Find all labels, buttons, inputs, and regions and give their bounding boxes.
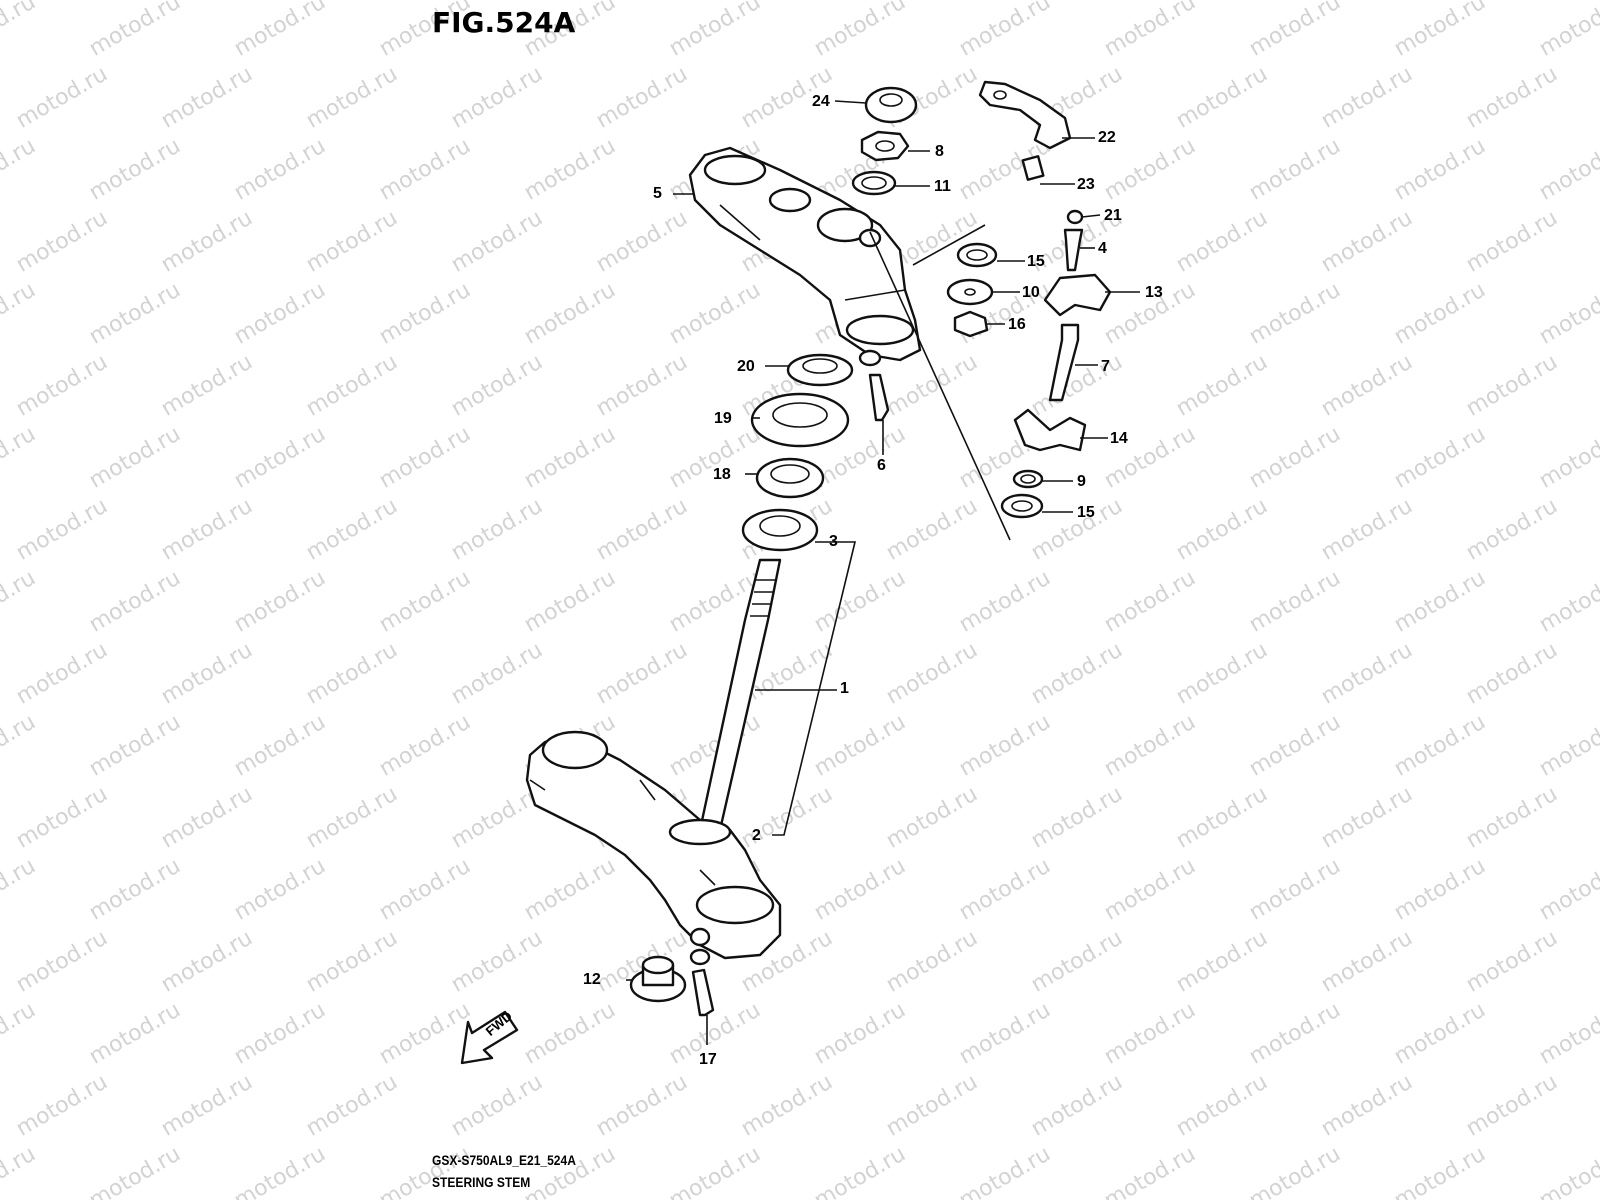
callout-2: 2 bbox=[752, 827, 761, 844]
callout-19: 19 bbox=[714, 410, 732, 427]
callout-18: 18 bbox=[713, 466, 731, 483]
callout-13: 13 bbox=[1145, 284, 1163, 301]
upper-bracket bbox=[688, 146, 922, 367]
callout-15-upper: 15 bbox=[1027, 253, 1045, 270]
washer-9 bbox=[1012, 469, 1044, 489]
callout-9: 9 bbox=[1077, 473, 1086, 490]
callout-7: 7 bbox=[1101, 358, 1110, 375]
bolt-23 bbox=[1021, 155, 1045, 181]
callout-11: 11 bbox=[934, 178, 951, 195]
callout-6: 6 bbox=[877, 457, 886, 474]
callout-3: 3 bbox=[829, 533, 838, 550]
nut-20 bbox=[786, 353, 854, 387]
nut-8 bbox=[860, 130, 910, 162]
callout-21: 21 bbox=[1104, 207, 1122, 224]
nut-16 bbox=[953, 310, 989, 338]
cable-guide-22 bbox=[978, 80, 1072, 150]
model-code: GSX-S750AL9_E21_524A bbox=[432, 1152, 576, 1168]
handlebar-holder-14 bbox=[1013, 408, 1087, 452]
seal-15-lower bbox=[1000, 493, 1044, 519]
cap-21 bbox=[1066, 209, 1084, 225]
stem-reference-line bbox=[869, 224, 1011, 541]
callout-12: 12 bbox=[583, 971, 601, 988]
bolt-6 bbox=[868, 373, 890, 422]
fwd-arrow-icon bbox=[460, 1010, 519, 1065]
seal-15-upper bbox=[956, 242, 998, 268]
callout-23: 23 bbox=[1077, 176, 1095, 193]
steering-stem-lower-bracket bbox=[525, 558, 782, 966]
bolt-4 bbox=[1063, 228, 1084, 272]
washer-10 bbox=[946, 278, 994, 306]
callout-16: 16 bbox=[1008, 316, 1026, 333]
bearing-3 bbox=[741, 508, 819, 552]
bearing-18 bbox=[755, 457, 825, 499]
callout-4: 4 bbox=[1098, 240, 1107, 257]
figure-title: FIG.524A bbox=[432, 6, 576, 39]
plug-12 bbox=[629, 955, 687, 1003]
bolt-17 bbox=[691, 968, 715, 1017]
callout-10: 10 bbox=[1022, 284, 1040, 301]
handlebar-holder-13 bbox=[1043, 273, 1112, 317]
callout-1: 1 bbox=[840, 680, 849, 697]
callout-14: 14 bbox=[1110, 430, 1128, 447]
callout-8: 8 bbox=[935, 143, 944, 160]
washer-11 bbox=[851, 170, 897, 196]
section-name: STEERING STEM bbox=[432, 1174, 531, 1190]
callout-17: 17 bbox=[699, 1051, 717, 1068]
leader-lines bbox=[626, 100, 1140, 1045]
dust-seal-19 bbox=[750, 392, 850, 448]
callout-15-lower: 15 bbox=[1077, 504, 1095, 521]
callout-24: 24 bbox=[812, 93, 830, 110]
callout-22: 22 bbox=[1098, 129, 1116, 146]
bolt-7 bbox=[1048, 323, 1080, 402]
nut-cap-24 bbox=[864, 86, 918, 124]
callout-20: 20 bbox=[737, 358, 755, 375]
callout-5: 5 bbox=[653, 185, 662, 202]
